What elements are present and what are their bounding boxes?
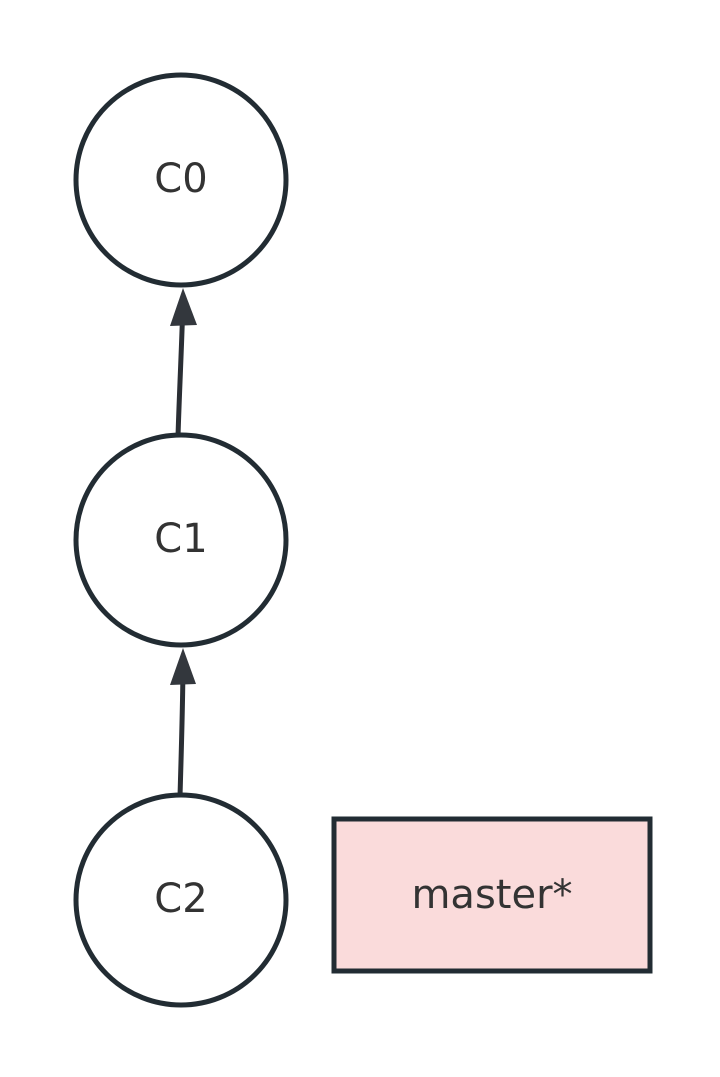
commit-node-c2[interactable]: C2 (73, 792, 289, 1008)
edge-c1-to-c0 (170, 288, 197, 438)
edge-c2-to-c1 (170, 648, 196, 798)
branch-label-master: master* (411, 872, 572, 918)
branch-node-master[interactable]: master* (331, 816, 653, 974)
arrowhead-icon-c2-to-c1 (170, 648, 196, 685)
commit-circle-c1[interactable] (73, 432, 289, 648)
commit-label-c0: C0 (154, 156, 207, 202)
commit-label-c2: C2 (154, 876, 207, 922)
commit-node-c1[interactable]: C1 (73, 432, 289, 648)
commit-label-c1: C1 (154, 516, 207, 562)
commit-circle-c2[interactable] (73, 792, 289, 1008)
commit-circle-c0[interactable] (73, 72, 289, 288)
commit-node-c0[interactable]: C0 (73, 72, 289, 288)
branch-box-master[interactable] (331, 816, 653, 974)
arrowhead-icon-c1-to-c0 (170, 288, 197, 326)
